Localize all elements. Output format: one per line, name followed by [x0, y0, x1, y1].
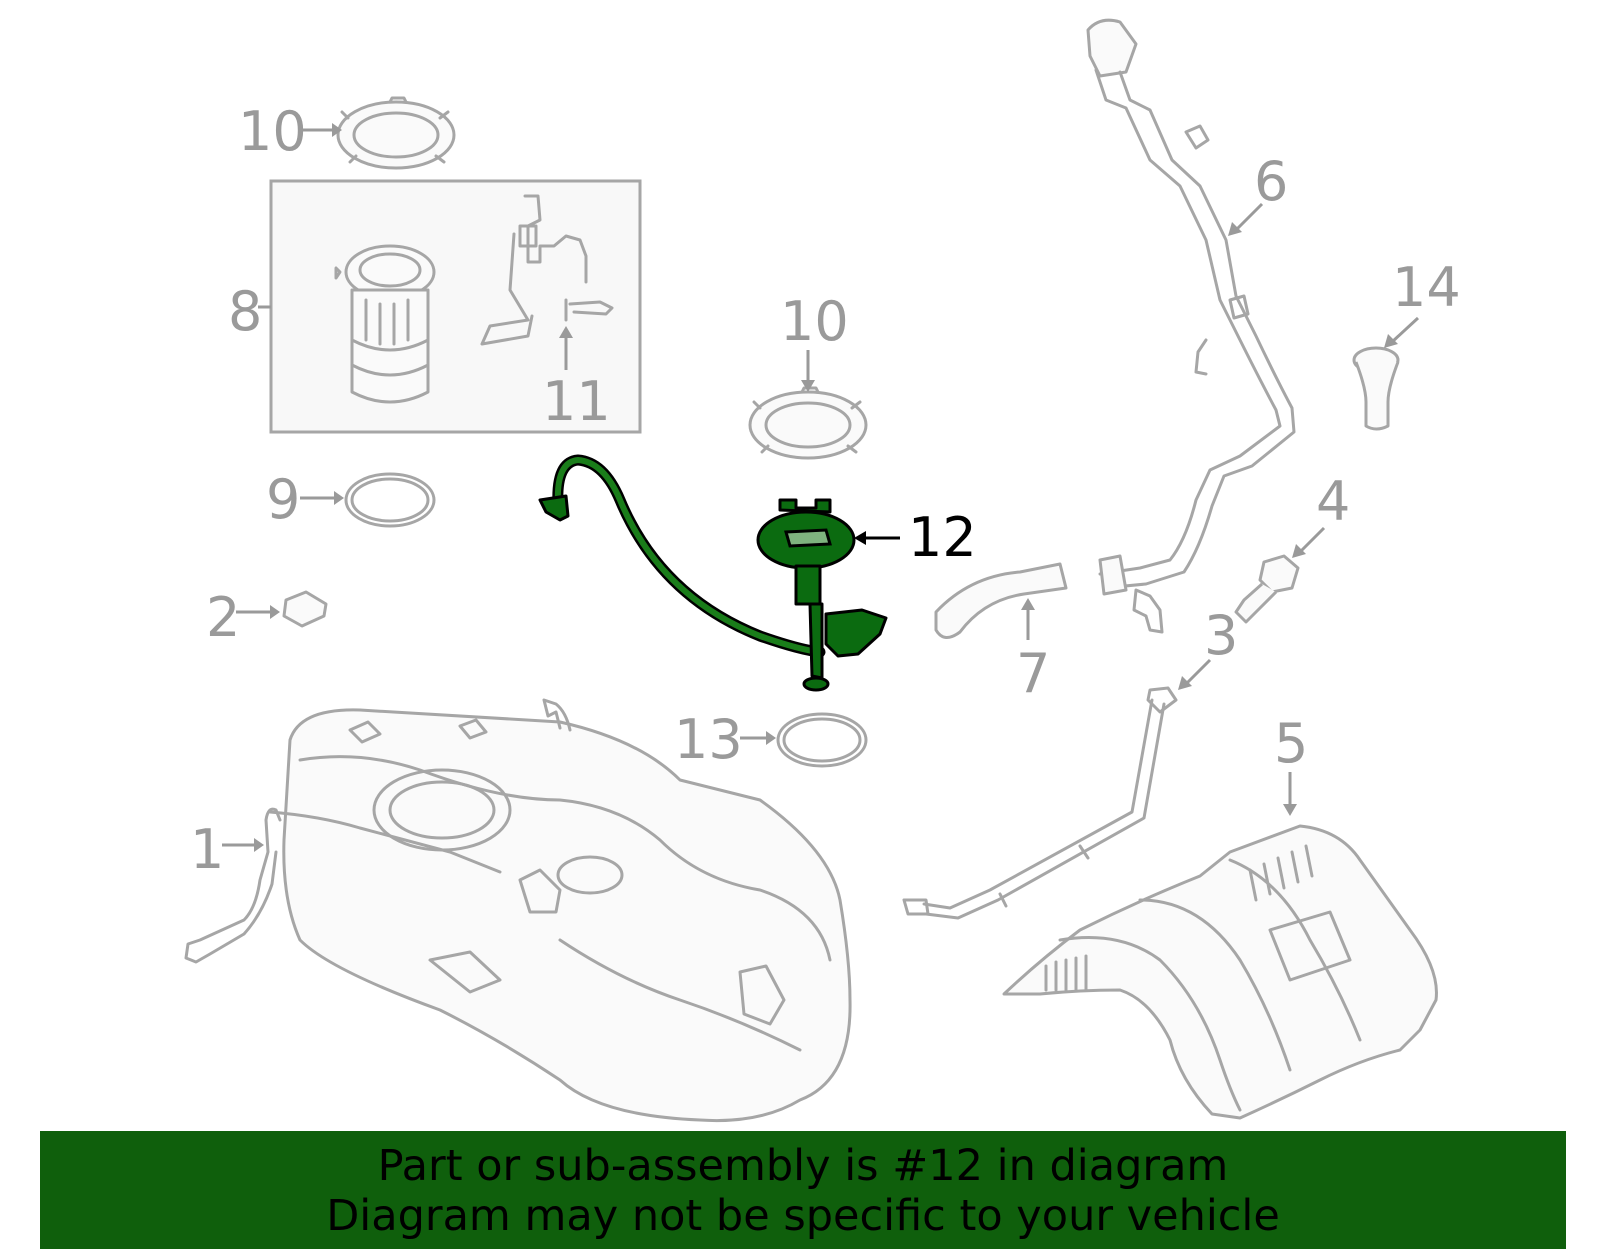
part-7-hose[interactable] [934, 562, 1068, 639]
arrowhead-7 [1021, 598, 1035, 610]
arrowhead-13 [766, 731, 776, 745]
callout-8: 8 [228, 280, 262, 343]
part-10-lock-ring-top[interactable] [336, 96, 456, 170]
part-2-clip[interactable] [282, 590, 328, 628]
callout-4: 4 [1316, 470, 1350, 533]
arrowhead-12 [854, 531, 866, 545]
arrowhead-11 [559, 326, 573, 338]
part-13-gasket-inner [782, 717, 862, 763]
callout-3: 3 [1204, 604, 1238, 667]
callout-10-top: 10 [238, 100, 307, 163]
info-banner: Part or sub-assembly is #12 in diagram D… [40, 1131, 1566, 1249]
arrowhead-1 [254, 838, 264, 852]
part-4-bolt[interactable] [1234, 554, 1300, 624]
part-9-gasket[interactable] [344, 472, 436, 528]
arrowhead-2 [270, 605, 280, 619]
callout-9: 9 [266, 468, 300, 531]
callout-10-middle: 10 [780, 290, 849, 353]
arrowhead-10-middle [801, 380, 815, 392]
arrowhead-5 [1283, 804, 1297, 816]
callout-1: 1 [190, 818, 224, 881]
part-9-gasket-inner [350, 477, 430, 523]
part-12-fuel-level-sender[interactable] [538, 454, 888, 692]
part-6-filler-pipe[interactable] [1086, 18, 1296, 634]
leader-4 [1298, 526, 1326, 554]
leader-3 [1184, 658, 1212, 686]
leader-14 [1390, 316, 1420, 344]
part-10-lock-ring-middle[interactable] [748, 386, 868, 460]
arrowhead-3 [1178, 676, 1192, 690]
arrowhead-4 [1292, 544, 1306, 558]
arrowhead-14 [1384, 334, 1398, 348]
callout-2: 2 [206, 586, 240, 649]
callout-12: 12 [908, 506, 977, 569]
callout-5: 5 [1274, 712, 1308, 775]
arrowhead-6 [1228, 222, 1242, 236]
leader-6 [1234, 202, 1264, 232]
part-3-strap[interactable] [902, 686, 1178, 920]
part-8-box [269, 179, 642, 434]
callout-6: 6 [1254, 150, 1288, 213]
callout-13: 13 [674, 708, 743, 771]
callout-7: 7 [1016, 642, 1050, 705]
banner-line-2: Diagram may not be specific to your vehi… [326, 1191, 1280, 1241]
part-13-gasket[interactable] [776, 712, 868, 768]
part-1-fuel-tank[interactable] [184, 698, 852, 1123]
callout-11: 11 [542, 370, 611, 433]
part-5-heat-shield[interactable] [1002, 824, 1438, 1120]
part-8-fuel-pump[interactable] [334, 244, 436, 404]
callout-14: 14 [1392, 256, 1461, 319]
part-14-plug[interactable] [1352, 346, 1400, 431]
arrowhead-9 [334, 491, 344, 505]
banner-line-1: Part or sub-assembly is #12 in diagram [377, 1141, 1229, 1191]
part-11-sender[interactable] [480, 194, 614, 346]
arrowhead-10-top [332, 123, 342, 137]
